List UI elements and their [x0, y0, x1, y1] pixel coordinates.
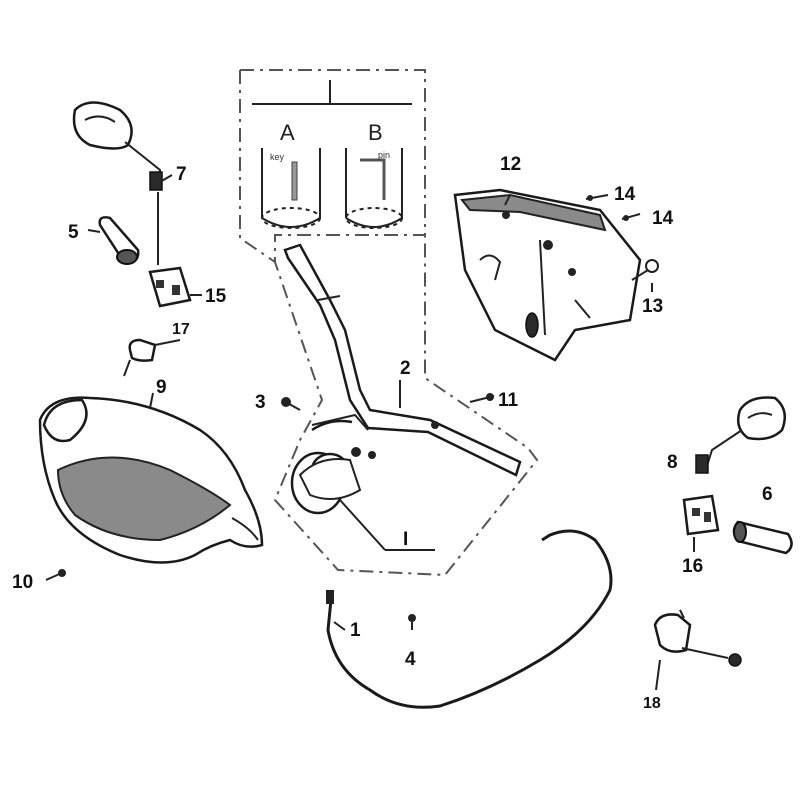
callout-7: 7: [176, 164, 187, 185]
variant-a-note: key: [270, 152, 285, 162]
callout-4: 4: [405, 649, 416, 670]
callout-6: 6: [762, 484, 773, 505]
callout-3: 3: [255, 392, 266, 413]
callout-9: 9: [156, 377, 167, 398]
variant-b-label: B: [368, 120, 383, 145]
brake-lever-part-18: [653, 609, 742, 667]
screw-part-14a: [585, 194, 609, 201]
screw-part-3: [281, 397, 301, 411]
detail-marker: I: [403, 529, 408, 550]
switch-part-17: [123, 338, 181, 377]
callout-2: 2: [400, 358, 411, 379]
screw-part-14b: [621, 213, 641, 221]
callout-10: 10: [12, 572, 33, 593]
throttle-cable: [326, 529, 613, 709]
callout-15: 15: [205, 286, 227, 307]
callout-14-b: 14: [652, 208, 674, 229]
inset-boundary: [240, 69, 539, 577]
screw-part-10: [45, 569, 66, 581]
screw-part-13: [631, 259, 659, 281]
right-switch: [682, 494, 720, 536]
inset-boundary-left: [239, 70, 276, 263]
callout-11: 11: [498, 390, 519, 411]
variant-b-lock-cylinder: pin: [345, 148, 403, 229]
right-grip: [732, 520, 793, 555]
callout-8: 8: [667, 452, 678, 473]
throttle-grip-assembly: [290, 447, 376, 515]
right-mirror: [695, 396, 787, 474]
callout-leaders: [87, 174, 695, 691]
variant-a-lock-cylinder: key: [261, 148, 321, 229]
detail-leader: [339, 499, 386, 551]
handlebar-rear-cover: [453, 188, 642, 362]
callout-14-a: 14: [614, 184, 636, 205]
callout-5: 5: [68, 222, 79, 243]
callout-12: 12: [500, 154, 521, 175]
screw-part-11: [469, 393, 495, 403]
handlebar-front-cover: [38, 396, 264, 564]
variant-b-note: pin: [378, 150, 390, 160]
variant-a-label: A: [280, 120, 295, 145]
left-mirror: [72, 101, 163, 191]
callout-18: 18: [643, 695, 661, 712]
callout-17: 17: [172, 321, 190, 338]
left-grip: [98, 216, 140, 265]
callout-13: 13: [642, 296, 663, 317]
callout-1: 1: [350, 620, 361, 641]
plug-part-4: [408, 614, 416, 630]
handlebar: [283, 243, 522, 477]
callout-16: 16: [682, 556, 703, 577]
left-switch: [148, 266, 192, 308]
